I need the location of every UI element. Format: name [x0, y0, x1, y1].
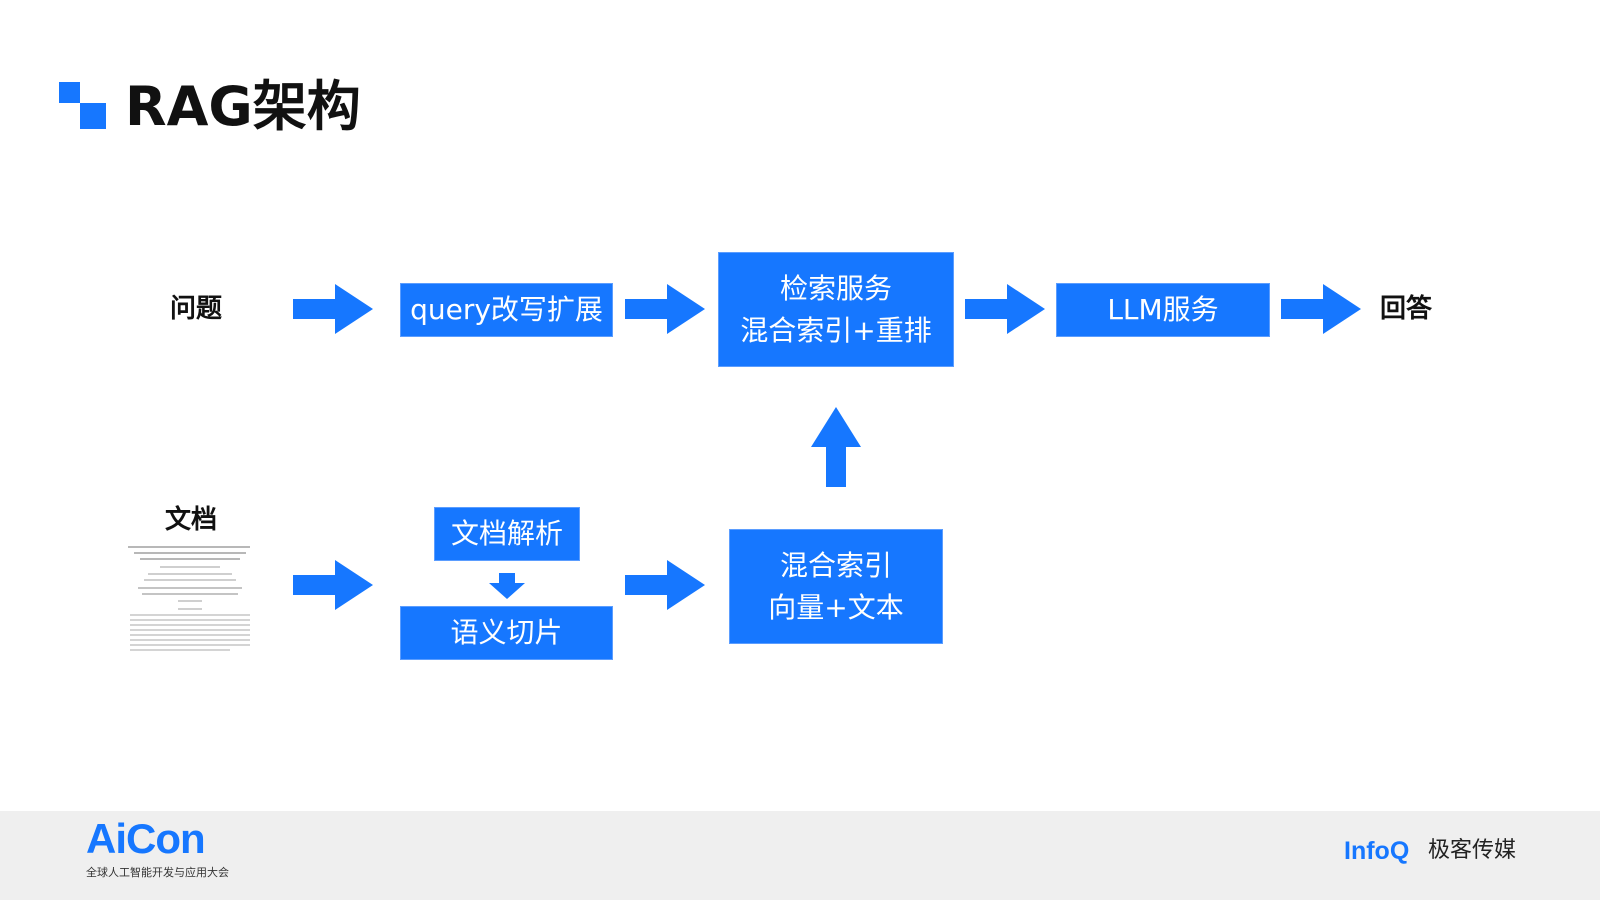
arrow-right-icon [625, 560, 705, 610]
hybrid-index-label: 混合索引 [779, 548, 892, 582]
hybrid-index-sublabel: 向量+文本 [768, 590, 904, 624]
llm-service-box: LLM服务 [1056, 283, 1270, 337]
document-thumbnail [120, 538, 260, 658]
aicon-logo: AiCon [86, 815, 206, 862]
footer-bar [0, 811, 1600, 900]
doc-parse-box: 文档解析 [434, 507, 580, 561]
query-rewrite-box: query改写扩展 [400, 283, 613, 337]
llm-service-label: LLM服务 [1107, 293, 1219, 326]
arrow-right-icon [965, 284, 1045, 334]
semantic-chunk-box: 语义切片 [400, 606, 613, 660]
semantic-chunk-label: 语义切片 [450, 616, 563, 649]
arrow-right-icon [293, 560, 373, 610]
question-label: 问题 [170, 294, 223, 324]
retrieval-service-box: 检索服务 混合索引+重排 [718, 252, 954, 367]
retrieval-service-label: 检索服务 [779, 271, 892, 305]
retrieval-service-sublabel: 混合索引+重排 [740, 313, 932, 347]
document-label: 文档 [165, 505, 218, 535]
arrow-right-icon [293, 284, 373, 334]
arrow-right-icon [625, 284, 705, 334]
hybrid-index-box: 混合索引 向量+文本 [729, 529, 943, 644]
infoq-logo: InfoQ [1344, 837, 1410, 865]
arrow-right-icon [1281, 284, 1361, 334]
geek-media-logo: 极客传媒 [1428, 838, 1517, 863]
query-rewrite-label: query改写扩展 [410, 293, 603, 326]
answer-label: 回答 [1380, 294, 1433, 324]
aicon-subtitle: 全球人工智能开发与应用大会 [86, 866, 229, 879]
doc-parse-label: 文档解析 [450, 517, 563, 550]
title-logo-mark [59, 82, 106, 129]
page-title: RAG架构 [125, 75, 361, 138]
arrow-up-icon [811, 407, 861, 487]
arrow-down-icon [489, 573, 525, 599]
